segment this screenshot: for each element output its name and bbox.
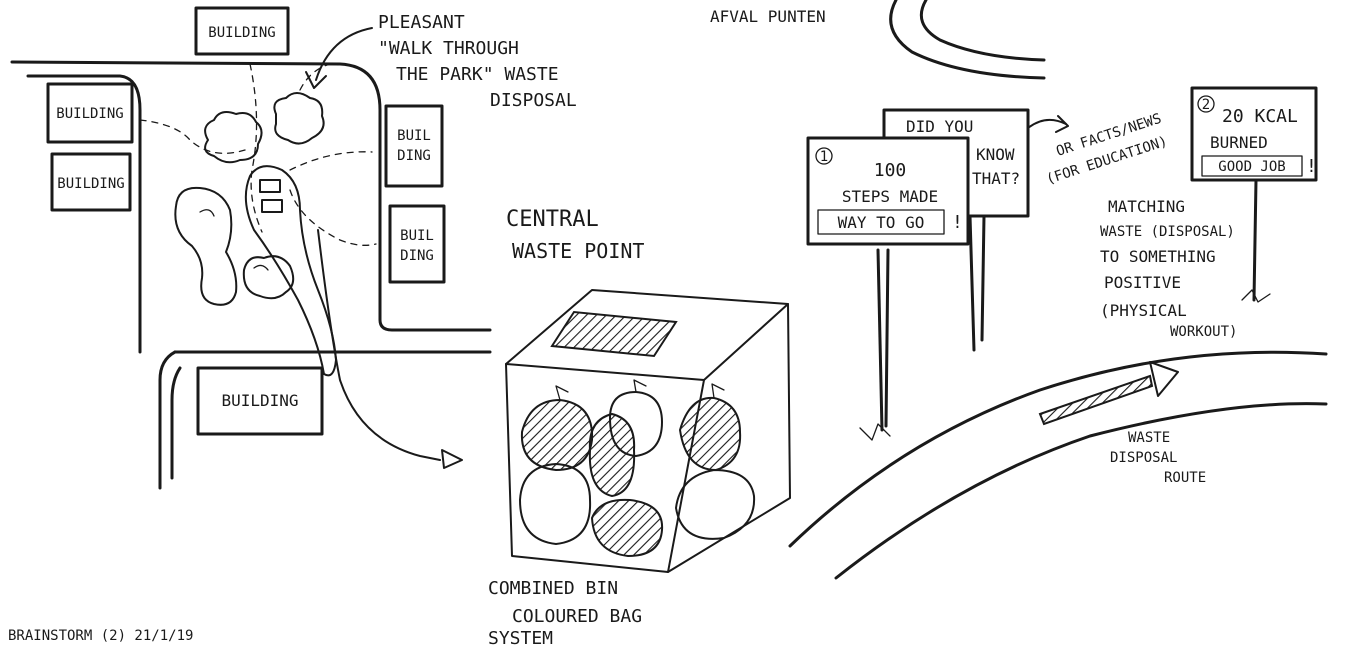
park-path — [250, 64, 262, 232]
central-label-1: CENTRAL — [506, 207, 599, 232]
bag-knot — [712, 384, 724, 398]
did-you-know-line-1: DID YOU — [906, 117, 973, 136]
bin-bag-hatched — [592, 500, 662, 556]
matching-line-3: TO SOMETHING — [1100, 247, 1216, 266]
combined-label-1: COMBINED BIN — [488, 578, 618, 599]
afval-punten-label: AFVAL PUNTEN — [710, 7, 826, 26]
arrowhead-icon — [442, 450, 462, 468]
sign-post — [886, 250, 888, 426]
bag-knot — [556, 386, 568, 400]
building-bottom-label: BUILDING — [221, 391, 298, 410]
matching-line-5: (PHYSICAL — [1100, 301, 1187, 320]
waste-bin-marker — [262, 200, 282, 212]
sign-1-line-3: WAY TO GO — [838, 213, 925, 232]
sign-2-line-3: GOOD JOB — [1218, 159, 1285, 175]
sign-post — [982, 216, 984, 340]
central-bin: CENTRAL WASTE POINT COMBINED BIN COLOURE… — [488, 207, 790, 649]
brainstorm-caption: BRAINSTORM (2) 21/1/19 — [8, 628, 193, 644]
arrowhead-icon — [1056, 116, 1068, 132]
pleasant-annotation: PLEASANT "WALK THROUGH THE PARK" WASTE D… — [306, 12, 577, 111]
building-right-2 — [390, 206, 444, 282]
bag-knot — [634, 380, 646, 392]
route-label-2: DISPOSAL — [1110, 450, 1177, 466]
pleasant-line-4: DISPOSAL — [490, 90, 577, 111]
pleasant-line-3: THE PARK" WASTE — [396, 64, 559, 85]
matching-line-4: POSITIVE — [1104, 273, 1181, 292]
sign-2-line-2: BURNED — [1210, 133, 1268, 152]
bin-bag-hatched — [522, 400, 592, 470]
sign-1-line-2: STEPS MADE — [842, 187, 938, 206]
park-path — [140, 120, 245, 153]
pleasant-line-1: PLEASANT — [378, 12, 465, 33]
road-lower-inner — [172, 368, 180, 478]
building-right-2-label-1: BUIL — [400, 228, 434, 244]
bin-bag — [676, 470, 754, 539]
matching-line-6: WORKOUT) — [1170, 324, 1237, 340]
route-signs: WASTE DISPOSAL ROUTE DID YOU KNOW THAT? … — [790, 88, 1326, 578]
building-left-1-label: BUILDING — [56, 106, 123, 122]
combined-label-2: COLOURED BAG — [512, 606, 642, 627]
building-left-2-label: BUILDING — [57, 176, 124, 192]
combined-label-3: SYSTEM — [488, 628, 553, 649]
facts-arrow — [1028, 120, 1066, 128]
matching-line-1: MATCHING — [1108, 197, 1185, 216]
road-curve-top-inner — [921, 0, 1044, 60]
tree-detail — [200, 210, 214, 216]
sign-1-exclamation: ! — [952, 212, 963, 233]
sign-1-line-1: 100 — [874, 160, 907, 181]
building-right-1-label-2: DING — [397, 148, 431, 164]
tree-blob — [205, 112, 261, 162]
did-you-know-line-3: THAT? — [972, 169, 1020, 188]
route-road-edge — [836, 404, 1326, 578]
waste-bin-marker — [260, 180, 280, 192]
tree-blob — [175, 188, 236, 305]
central-label-2: WASTE POINT — [512, 239, 644, 263]
building-top-label: BUILDING — [208, 25, 275, 41]
building-right-1-label-1: BUIL — [397, 128, 431, 144]
park-path — [290, 152, 372, 170]
bin-solar-panel — [552, 312, 676, 356]
matching-line-2: WASTE (DISPOSAL) — [1100, 224, 1235, 240]
building-right-2-label-2: DING — [400, 248, 434, 264]
bin-bag — [520, 464, 590, 544]
arrowhead-icon — [1150, 362, 1178, 396]
sign-post — [970, 216, 974, 350]
route-label-3: ROUTE — [1164, 470, 1206, 486]
grass-tuft — [1242, 290, 1270, 302]
sign-post — [1254, 180, 1256, 300]
sign-2-number: 2 — [1202, 97, 1210, 113]
tree-detail — [254, 265, 268, 270]
sign-2-line-1: 20 KCAL — [1222, 106, 1298, 127]
sign-2-exclamation: ! — [1306, 156, 1317, 177]
sign-post — [878, 250, 882, 430]
tree-blob — [274, 93, 323, 144]
pleasant-line-2: "WALK THROUGH — [378, 38, 519, 59]
road-curve-top — [891, 0, 1044, 78]
route-label-1: WASTE — [1128, 430, 1170, 446]
did-you-know-line-2: KNOW — [976, 145, 1015, 164]
building-right-1 — [386, 106, 442, 186]
sign-1-number: 1 — [820, 149, 828, 165]
